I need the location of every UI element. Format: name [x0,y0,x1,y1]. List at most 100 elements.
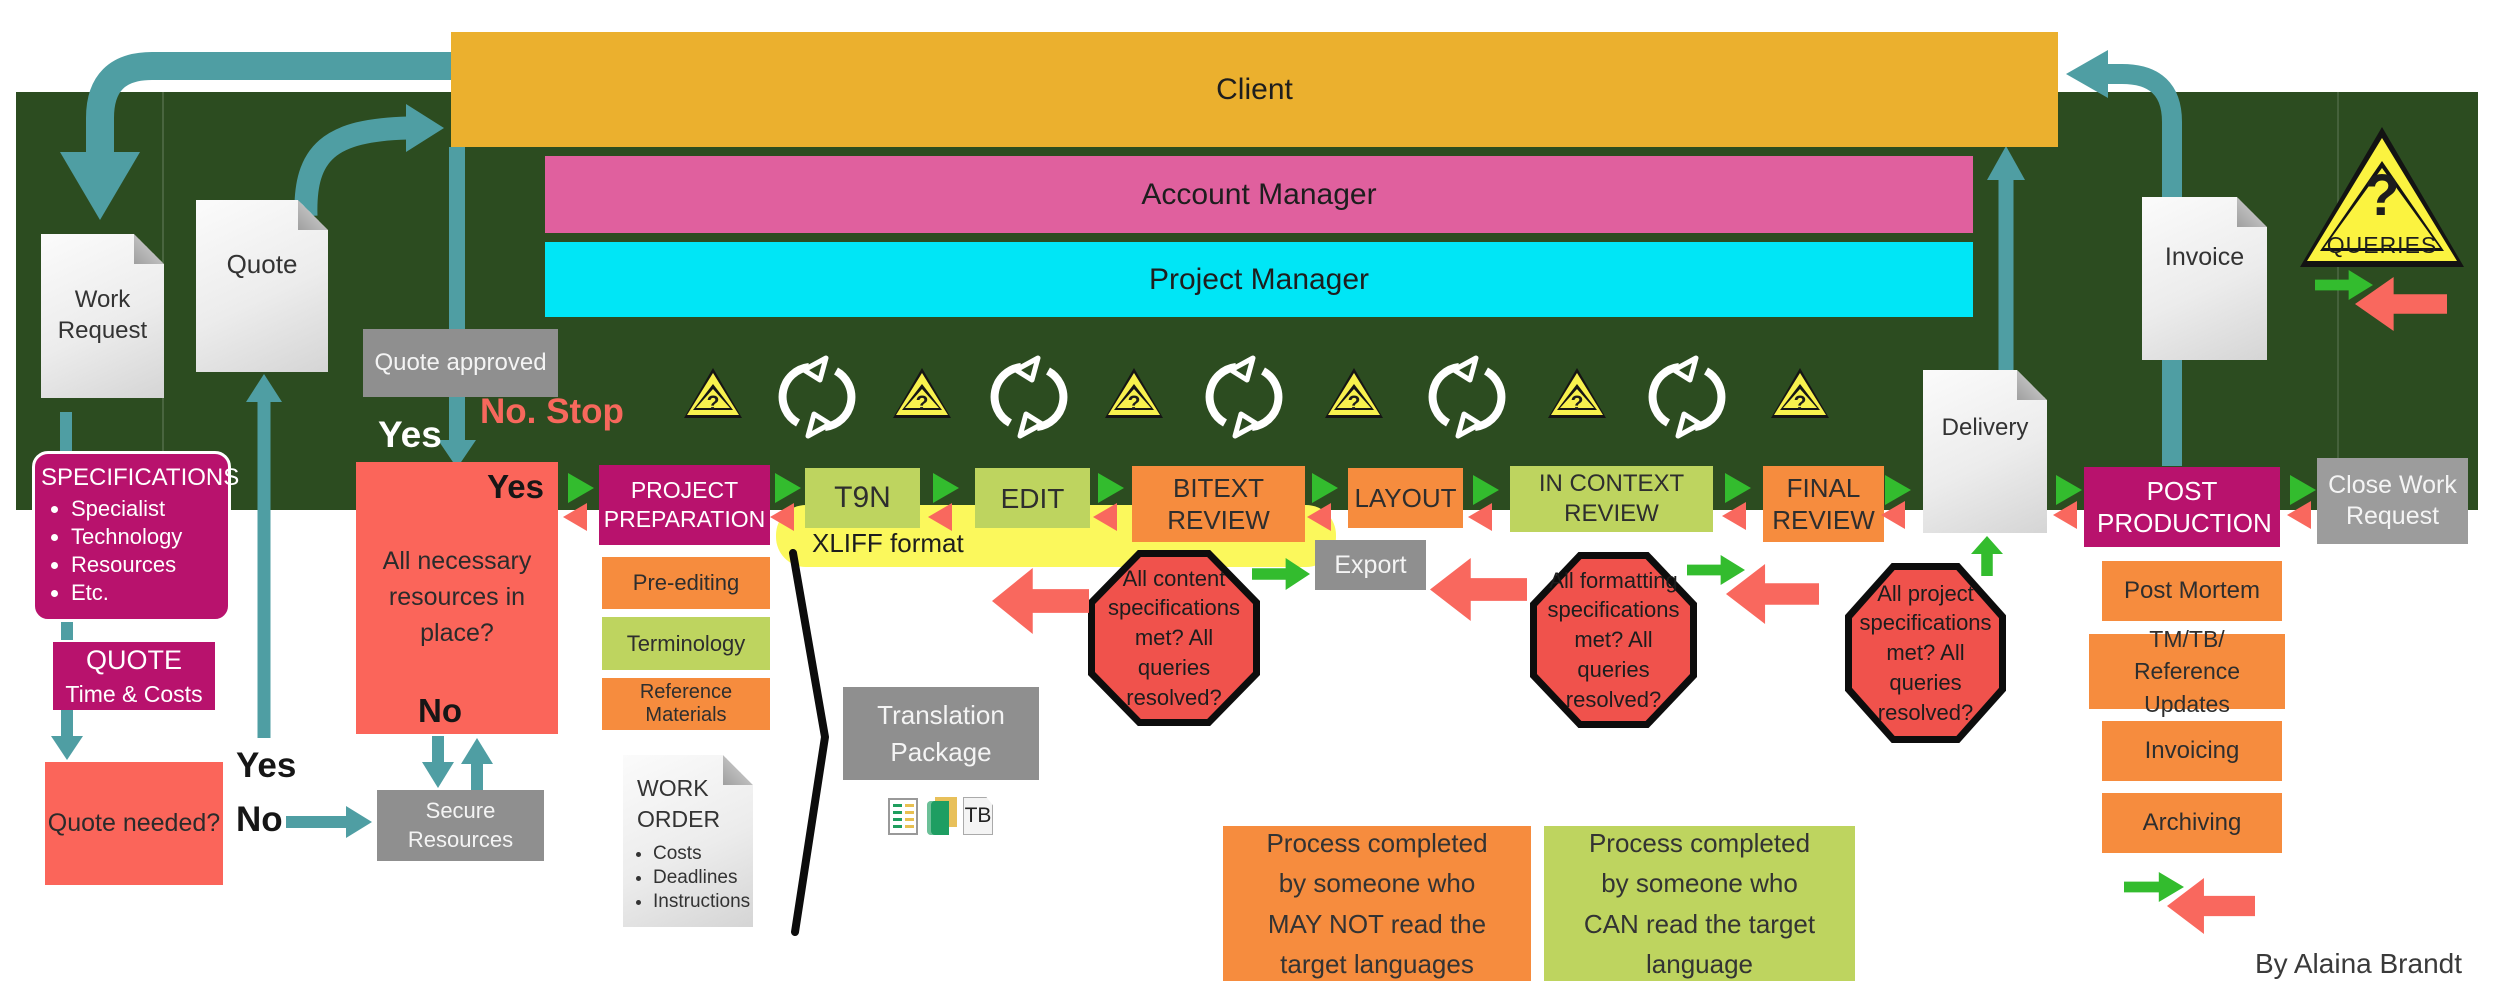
stage-layout: LAYOUT [1348,468,1463,528]
export-box: Export [1315,540,1426,590]
legend-can-read: Process completed by someone who CAN rea… [1544,826,1855,981]
specifications-title: SPECIFICATIONS [41,464,240,491]
query-warning-icon: ? [684,368,742,418]
backward-arrow-icon [2287,501,2311,529]
client-bar-label: Client [1216,72,1293,106]
prep-task-pre-editing: Pre-editing [602,557,770,609]
resources-question-box: Yes All necessary resources in place? No [356,462,558,734]
no-to-secure-arrow [286,806,372,838]
query-warning-icon: ? [1771,368,1829,418]
translation-package-label: Translation Package [877,700,1005,767]
query-warning-icon: ? [1548,368,1606,418]
work-order-item: Costs [653,843,747,865]
back-arrow-icon [992,568,1089,634]
client-bar: Client [451,32,2058,147]
forward-arrow-icon [1098,473,1124,503]
checkpoint-content-octagon: All content specifications met? All quer… [1088,550,1260,726]
resources-no-label: No [418,692,462,729]
credit-text: By Alaina Brandt [2254,948,2462,979]
quote-box-title: QUOTE [85,645,182,676]
backdrop-seam-right [2337,92,2339,510]
backward-arrow-icon [1093,503,1117,531]
forward-arrow-icon [1725,473,1751,503]
work-order-item: Instructions [653,891,747,913]
specification-item: Resources [71,552,222,578]
quote-to-needed-arrow [51,708,83,760]
stage-t9n: T9N [805,468,920,528]
divider-line [789,549,829,936]
forward-arrow-icon [1473,475,1499,505]
query-warning-icon: ? [1325,368,1383,418]
stage-bitext-review: BITEXT REVIEW [1132,466,1305,542]
quote-document: Quote [196,200,328,372]
back-arrow-icon [1430,558,1527,621]
translation-package-box: Translation Package [843,687,1039,780]
termbase-file-icon: TB [963,797,993,835]
forward-arrow-icon [2124,872,2184,902]
delivery-label: Delivery [1941,414,2029,441]
stage-close-work-request: Close Work Request [2317,458,2468,544]
backward-arrow-icon [928,503,952,531]
post-task-archiving: Archiving [2102,793,2282,853]
backward-arrow-icon [1722,502,1746,530]
translation-memory-icon [927,797,957,835]
backward-arrow-icon [1468,503,1492,531]
export-label: Export [1334,550,1407,579]
quote-approved-label: Quote approved [374,349,547,377]
post-task-invoicing: Invoicing [2102,721,2282,781]
specifications-box: SPECIFICATIONS Specialist Technology Res… [32,451,240,622]
delivery-document: Delivery [1923,370,2047,533]
project-manager-bar: Project Manager [545,242,1973,317]
no-stop-label: No. Stop [480,392,624,431]
checkpoint-formatting-octagon: All formatting specifications met? All q… [1530,552,1697,728]
backward-arrow-icon [563,503,587,531]
specification-item: Etc. [71,580,222,606]
specification-item: Specialist [71,496,222,522]
prep-task-reference-materials: Reference Materials [602,678,770,730]
stage-edit: EDIT [975,468,1090,528]
branch-no-label: No [236,800,283,839]
quote-approved-box: Quote approved [363,329,558,397]
secure-to-question-arrow [461,738,493,790]
forward-arrow-icon [1885,475,1911,505]
queries-label: QUERIES [2326,232,2438,258]
question-to-secure-arrow [422,736,454,788]
quote-label: Quote [226,249,298,279]
prep-task-terminology: Terminology [602,617,770,670]
stage-final-review: FINAL REVIEW [1763,466,1884,542]
backward-arrow-icon [2053,501,2077,529]
backward-arrow-icon [770,503,794,531]
post-task-tm-tb-reference-updates: TM/TB/ Reference Updates [2089,626,2285,717]
quote-box-subtitle: Time & Costs [65,680,203,707]
xliff-label: XLIFF format [812,528,964,558]
invoice-label: Invoice [2164,243,2245,271]
quote-needed-box: Quote needed? [45,762,223,885]
forward-arrow-icon [933,473,959,503]
project-manager-label: Project Manager [1148,262,1370,296]
forward-arrow-icon [1312,473,1338,503]
branch-yes-label: Yes [236,746,297,785]
stage-in-context-review: IN CONTEXT REVIEW [1510,466,1713,532]
specification-item: Technology [71,524,222,550]
quote-time-costs-box: QUOTE Time & Costs [53,642,215,710]
account-manager-bar: Account Manager [545,156,1973,233]
query-warning-icon: ? [1105,368,1163,418]
work-order-document: WORK ORDER Costs Deadlines Instructions [623,755,753,927]
forward-arrow-icon [775,473,801,503]
resources-question-text: All necessary resources in place? [382,546,532,648]
queries-warning-icon: ? QUERIES [2300,127,2464,267]
resources-yes-label: Yes [487,468,544,505]
work-request-label: Work Request [57,286,148,345]
yes-label-white: Yes [378,414,442,455]
legend-may-not-read: Process completed by someone who MAY NOT… [1223,826,1531,981]
forward-arrow-icon [568,473,594,503]
queries-question-mark: ? [2364,163,2400,228]
work-order-item: Deadlines [653,867,747,889]
invoice-document: Invoice [2142,197,2267,360]
stage-post-production: POST PRODUCTION [2084,467,2280,547]
termbase-label: TB [964,804,992,827]
secure-resources-label: Secure Resources [407,797,514,852]
secure-resources-box: Secure Resources [377,790,544,861]
post-task-post-mortem: Post Mortem [2102,561,2282,621]
work-order-title: WORK ORDER [637,775,721,833]
